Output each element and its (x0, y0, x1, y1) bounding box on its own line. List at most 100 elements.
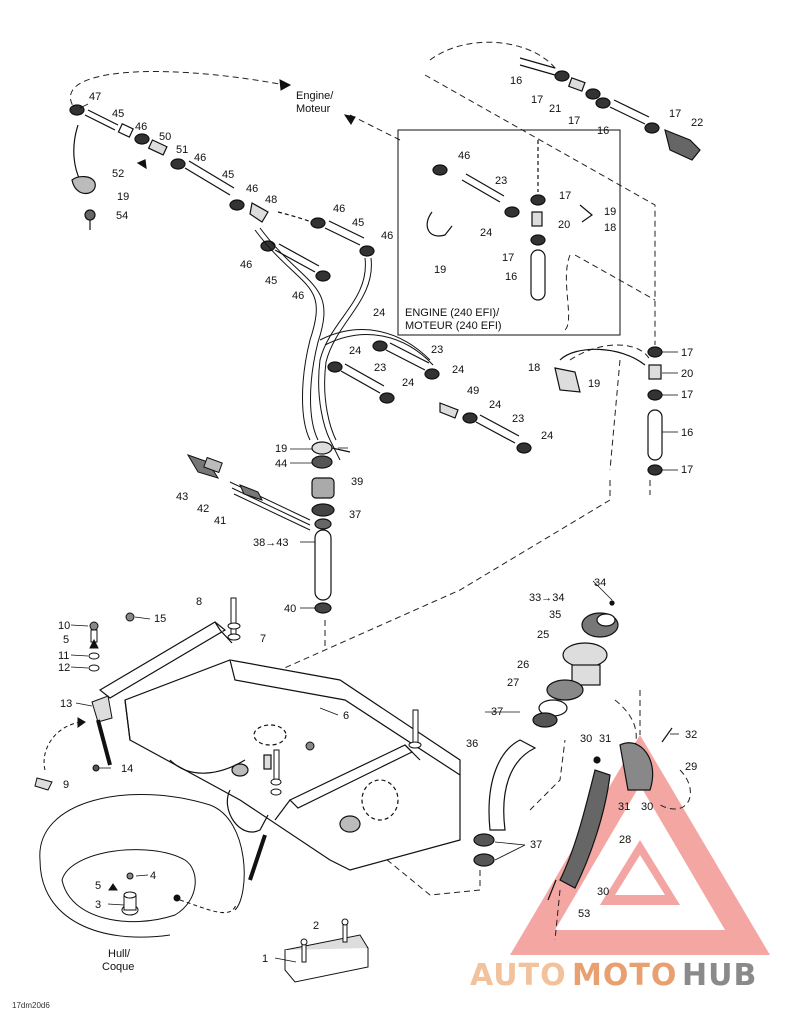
watermark-auto: AUTO (470, 958, 567, 993)
label-22: 22 (691, 117, 703, 129)
label-45: 45 (265, 275, 277, 287)
label-39: 39 (351, 476, 363, 488)
label-17: 17 (681, 389, 693, 401)
fuel-pickup-column (311, 441, 351, 614)
arrows (279, 79, 356, 125)
label-20: 20 (681, 368, 693, 380)
label-engine: Engine/ (296, 90, 334, 102)
label-5: 5 (95, 880, 101, 892)
label-45: 45 (352, 217, 364, 229)
leader-lines (70, 103, 679, 963)
label-30: 30 (580, 733, 592, 745)
label-46: 46 (333, 203, 345, 215)
label-19: 19 (588, 378, 600, 390)
label-2: 2 (313, 920, 319, 932)
watermark-text: AUTO MOTO HUB (470, 958, 757, 993)
label-10: 10 (58, 620, 70, 632)
label-24: 24 (349, 345, 361, 357)
label-24: 24 (373, 307, 385, 319)
label-3: 3 (95, 899, 101, 911)
label-42: 42 (197, 503, 209, 515)
label-31: 31 (618, 801, 630, 813)
label-45: 45 (112, 108, 124, 120)
label-46: 46 (194, 152, 206, 164)
label-46: 46 (135, 121, 147, 133)
label-13: 13 (60, 698, 72, 710)
label-36: 36 (466, 738, 478, 750)
label-24: 24 (541, 430, 553, 442)
label-23: 23 (495, 175, 507, 187)
label-engine-240: ENGINE (240 EFI)/ (405, 307, 500, 319)
label-47: 47 (89, 91, 101, 103)
label-50: 50 (159, 131, 171, 143)
label-45: 45 (222, 169, 234, 181)
strap-hardware-right (248, 709, 422, 881)
label-17: 17 (559, 190, 571, 202)
label-51: 51 (176, 144, 188, 156)
label-44: 44 (275, 458, 287, 470)
label-6: 6 (343, 710, 349, 722)
label-15: 15 (154, 613, 166, 625)
label-38: 38→43 (253, 537, 288, 549)
tank-straps (98, 621, 421, 821)
label-19: 19 (117, 191, 129, 203)
label-46: 46 (292, 290, 304, 302)
label-31: 31 (599, 733, 611, 745)
label-16: 16 (681, 427, 693, 439)
label-24: 24 (402, 377, 414, 389)
watermark-logo (510, 735, 770, 955)
label-46: 46 (246, 183, 258, 195)
label-30: 30 (641, 801, 653, 813)
label-49: 49 (467, 385, 479, 397)
label-37: 37 (349, 509, 361, 521)
label-54: 54 (116, 210, 128, 222)
label-8: 8 (196, 596, 202, 608)
label-27: 27 (507, 677, 519, 689)
label-24: 24 (480, 227, 492, 239)
label-29: 29 (685, 761, 697, 773)
label-30: 30 (597, 886, 609, 898)
label-35: 35 (549, 609, 561, 621)
top-right-hose-group (519, 57, 701, 161)
label-12: 12 (58, 662, 70, 674)
label-37: 37 (530, 839, 542, 851)
label-20: 20 (558, 219, 570, 231)
label-16: 16 (597, 125, 609, 137)
watermark-moto: MOTO (572, 958, 677, 993)
label-17: 17 (669, 108, 681, 120)
label-16: 16 (510, 75, 522, 87)
label-coque: Coque (102, 961, 134, 973)
label-41: 41 (214, 515, 226, 527)
label-7: 7 (260, 633, 266, 645)
label-34: 34 (594, 577, 606, 589)
label-46: 46 (240, 259, 252, 271)
label-23: 23 (512, 413, 524, 425)
engine-240-efi-box (397, 129, 621, 336)
hull-detail (39, 794, 245, 938)
watermark-hub: HUB (682, 958, 757, 993)
label-25: 25 (537, 629, 549, 641)
label-9: 9 (63, 779, 69, 791)
label-5: 5 (63, 634, 69, 646)
middle-hose-group (327, 340, 532, 454)
label-26: 26 (517, 659, 529, 671)
label-21: 21 (549, 103, 561, 115)
label-17: 17 (568, 115, 580, 127)
figure-code: 17dm20d6 (12, 1001, 50, 1010)
label-53: 53 (578, 908, 590, 920)
part-number-labels: 47 45 46 50 51 46 5 2 45 19 46 4 8 54 46 4… (12, 75, 703, 1010)
label-18: 18 (528, 362, 540, 374)
label-33: 33→34 (529, 592, 564, 604)
label-17: 17 (502, 252, 514, 264)
label-40: 40 (284, 603, 296, 615)
label-24: 24 (489, 399, 501, 411)
label-46: 46 (458, 150, 470, 162)
label-4: 4 (150, 870, 156, 882)
label-17: 17 (681, 347, 693, 359)
label-24: 24 (452, 364, 464, 376)
label-19: 19 (604, 206, 616, 218)
label-43: 43 (176, 491, 188, 503)
label-16: 16 (505, 271, 517, 283)
hose-routing-dashes (70, 41, 691, 941)
